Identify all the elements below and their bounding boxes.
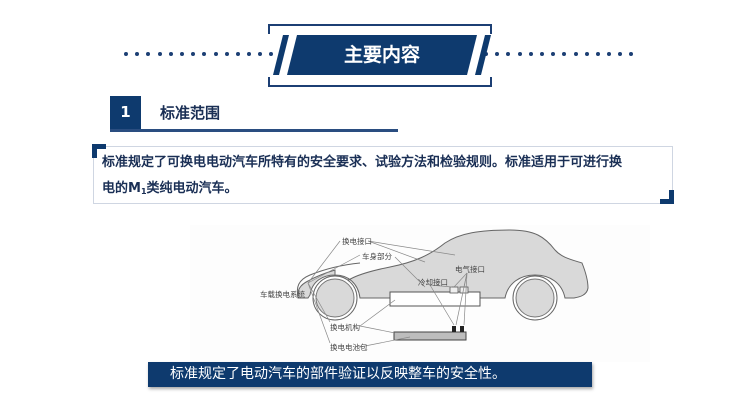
section-number: 1 [110, 96, 141, 129]
battery-swap-vehicle-diagram: 换电接口 车身部分 电气接口 冷却接口 车载换电系统 换电机构 换电电池包 [190, 225, 650, 362]
corner-bracket-top-left [92, 144, 106, 158]
summary-line-2: 电的M1类纯电动汽车。 [102, 181, 238, 196]
label-onboard-swap-system: 车载换电系统 [260, 290, 305, 299]
label-body-part: 车身部分 [362, 252, 392, 261]
caption-banner: 标准规定了电动汽车的部件验证以反映整车的安全性。 [148, 362, 592, 387]
label-swap-mechanism: 换电机构 [330, 323, 360, 332]
header-dots-left [124, 52, 274, 58]
header-banner [287, 35, 477, 75]
section-underline [110, 129, 398, 132]
label-electrical-interface: 电气接口 [455, 265, 485, 274]
page-title: 主要内容 [343, 44, 420, 66]
section-title: 标准范围 [160, 104, 221, 122]
summary-text: 标准规定了可换电电动汽车所特有的安全要求、试验方法和检验规则。标准适用于可进行换… [102, 150, 668, 205]
header-dots-right [484, 52, 634, 58]
caption-text: 标准规定了电动汽车的部件验证以反映整车的安全性。 [170, 366, 506, 382]
summary-box [93, 146, 673, 204]
label-swap-interface: 换电接口 [342, 237, 372, 246]
label-cooling-interface: 冷却接口 [418, 278, 448, 287]
car-diagram-svg [296, 229, 589, 348]
header-frame-bottom [268, 77, 492, 87]
label-swap-battery-pack: 换电电池包 [330, 343, 368, 352]
corner-bracket-bottom-right [660, 190, 674, 204]
header-frame-top [268, 24, 492, 34]
summary-line-1: 标准规定了可换电电动汽车所特有的安全要求、试验方法和检验规则。标准适用于可进行换 [102, 155, 623, 170]
